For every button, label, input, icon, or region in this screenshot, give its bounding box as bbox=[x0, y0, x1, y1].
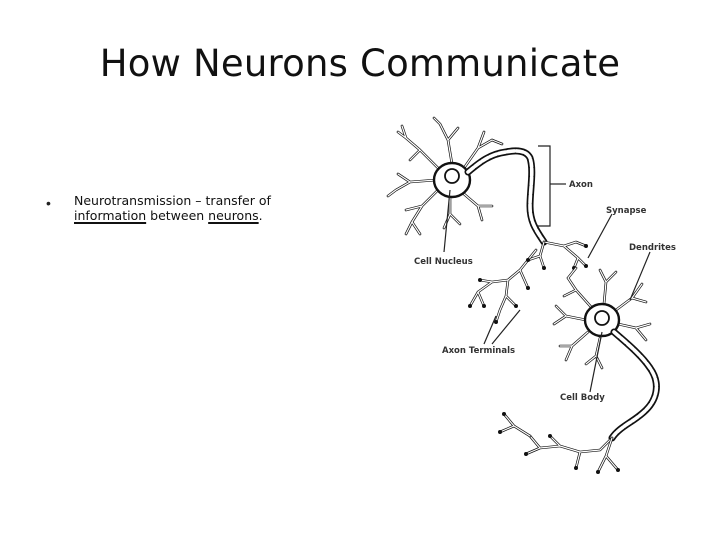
lower-axon bbox=[608, 328, 660, 442]
axon-terminals-leader-2 bbox=[491, 309, 521, 345]
label-cell-nucleus: Cell Nucleus bbox=[414, 257, 473, 267]
bullet-period: . bbox=[258, 208, 263, 223]
lower-dendrites bbox=[552, 266, 652, 370]
upper-dendrites bbox=[386, 116, 504, 236]
bullet-dash-text: – transfer of bbox=[191, 193, 271, 208]
neuron-diagram: Axon Synapse Dendrites Cell Nucleus Axon… bbox=[386, 116, 676, 474]
label-dendrites: Dendrites bbox=[629, 243, 676, 253]
label-axon-terminals: Axon Terminals bbox=[442, 346, 515, 356]
lower-nucleus bbox=[594, 310, 610, 326]
word-information: information bbox=[74, 208, 147, 223]
upper-axon bbox=[464, 147, 548, 246]
upper-neuron bbox=[386, 116, 588, 324]
word-neurons: neurons bbox=[208, 208, 259, 223]
bullet-between-text: between bbox=[146, 208, 209, 223]
lower-axon-terminals bbox=[498, 412, 620, 474]
upper-axon-terminals bbox=[468, 240, 588, 324]
axon-terminals-leader-1 bbox=[483, 315, 497, 345]
synapse-leader bbox=[587, 213, 613, 259]
label-synapse: Synapse bbox=[606, 206, 647, 216]
upper-nucleus bbox=[444, 168, 460, 184]
label-cell-body: Cell Body bbox=[560, 393, 605, 403]
axon-bracket bbox=[538, 145, 551, 227]
term-neurotransmission: Neurotransmission bbox=[74, 193, 192, 208]
lower-neuron bbox=[498, 266, 660, 474]
bullet-text: Neurotransmission – transfer of informat… bbox=[74, 193, 284, 223]
leader-lines bbox=[443, 145, 651, 393]
bullet-marker: • bbox=[46, 195, 51, 211]
label-axon: Axon bbox=[569, 180, 593, 190]
slide-title: How Neurons Communicate bbox=[99, 42, 621, 85]
cell-nucleus-leader bbox=[443, 189, 451, 253]
dendrites-leader bbox=[629, 251, 651, 301]
cell-body-leader bbox=[589, 331, 603, 393]
